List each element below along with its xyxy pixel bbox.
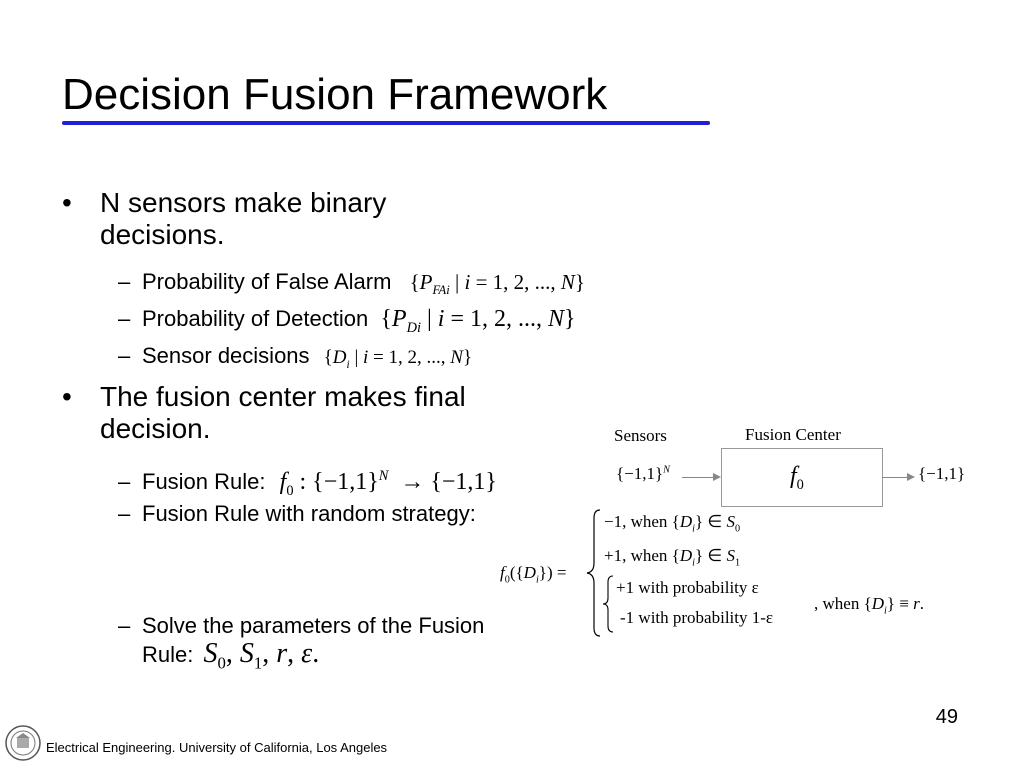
sensor-decisions-label: Sensor decisions — [142, 343, 310, 368]
case-row2: +1, when {Di} ∈ S1 — [604, 546, 741, 569]
title-underline — [62, 121, 710, 125]
bullet-sensors: • N sensors make binary decisions. — [62, 187, 386, 251]
subbullet-false-alarm: –Probability of False Alarm {PFAi | i = … — [118, 269, 586, 298]
case-row4: -1 with probability 1-ε — [620, 608, 774, 627]
random-strategy-label: Fusion Rule with random strategy: — [142, 501, 476, 526]
input-set-label: {−1,1}N — [616, 464, 670, 483]
solve-line1: Solve the parameters of the Fusion — [142, 613, 485, 638]
subbullet-random-strategy: –Fusion Rule with random strategy: — [118, 501, 476, 526]
solve-line2: Rule: — [142, 642, 194, 667]
fusion-function-label: f0 — [790, 463, 804, 493]
bullet-dot: • — [62, 381, 72, 412]
bullet-fusion-line2: decision. — [100, 413, 211, 444]
subbullet-detection: –Probability of Detection {PDi | i = 1, … — [118, 306, 576, 336]
bullet-fusion-center: • The fusion center makes final decision… — [62, 381, 466, 445]
output-arrow-line — [882, 477, 908, 478]
footer-text: Electrical Engineering. University of Ca… — [46, 740, 388, 755]
fusion-rule-formula: f0 : {−1,1}N → {−1,1} — [279, 468, 497, 499]
case-row3: +1 with probability ε — [616, 578, 759, 597]
uc-seal-icon — [5, 725, 41, 761]
cases-lhs: f0({Di}) = — [500, 563, 567, 586]
parameters-formula: S0, S1, r, ε. — [203, 638, 320, 673]
slide-title: Decision Fusion Framework — [62, 70, 608, 119]
bullet-sensors-line2: decisions. — [100, 219, 225, 250]
detection-label: Probability of Detection — [142, 306, 369, 331]
output-arrow-head-icon — [907, 473, 915, 481]
pfa-set-formula: {PFAi | i = 1, 2, ..., N} — [409, 270, 586, 298]
subbullet-solve: – Solve the parameters of the Fusion Rul… — [118, 613, 485, 673]
fusion-rule-label: Fusion Rule: — [142, 469, 266, 494]
d-set-formula: {Di | i = 1, 2, ..., N} — [323, 347, 473, 371]
bullet-fusion-line1: The fusion center makes final — [100, 381, 466, 412]
fusion-center-label: Fusion Center — [745, 425, 841, 444]
inner-brace-icon — [602, 575, 614, 633]
output-set-label: {−1,1} — [918, 464, 966, 483]
bullet-sensors-line1: N sensors make binary — [100, 187, 387, 218]
bullet-dot: • — [62, 187, 72, 218]
input-arrow-line — [682, 477, 714, 478]
subbullet-fusion-rule: –Fusion Rule: f0 : {−1,1}N → {−1,1} — [118, 468, 497, 499]
page-number: 49 — [935, 706, 958, 728]
case-when-clause: , when {Di} ≡ r. — [814, 594, 924, 617]
pd-set-formula: {PDi | i = 1, 2, ..., N} — [380, 306, 576, 336]
case-row1: −1, when {Di} ∈ S0 — [604, 512, 741, 535]
fusion-center-box: f0 — [721, 448, 883, 507]
false-alarm-label: Probability of False Alarm — [142, 269, 392, 294]
sensors-label: Sensors — [614, 426, 667, 445]
input-arrow-head-icon — [713, 473, 721, 481]
subbullet-sensor-decisions: –Sensor decisions {Di | i = 1, 2, ..., N… — [118, 343, 473, 371]
outer-brace-icon — [586, 509, 601, 637]
